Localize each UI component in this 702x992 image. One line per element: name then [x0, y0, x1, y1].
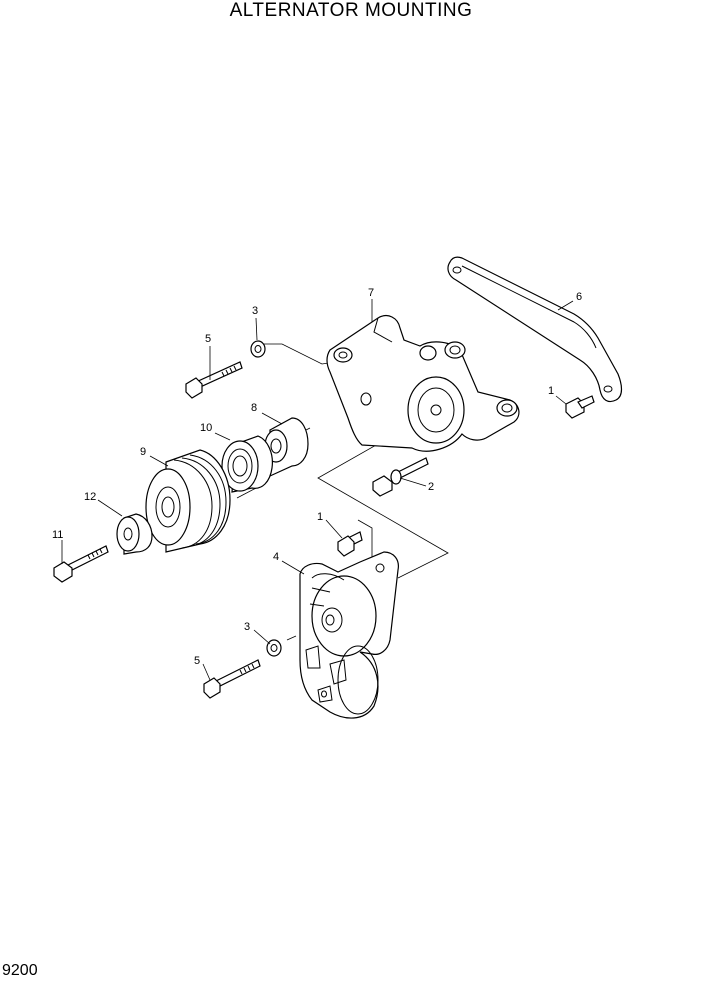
- page-title: ALTERNATOR MOUNTING: [229, 0, 473, 21]
- callout-1-middle: 1: [317, 511, 323, 523]
- callout-11: 11: [52, 529, 63, 541]
- callout-12: 12: [84, 491, 96, 503]
- callout-9: 9: [140, 446, 146, 458]
- part-12-washer: [116, 513, 153, 555]
- callout-7: 7: [368, 287, 374, 299]
- callout-6: 6: [576, 291, 582, 303]
- part-1-bolt-middle: [337, 531, 363, 557]
- callout-10: 10: [200, 422, 212, 434]
- part-7-alternator-bracket: [326, 315, 520, 452]
- callout-5-lower: 5: [194, 655, 200, 667]
- part-1-bolt-upper: [565, 395, 595, 419]
- callout-4: 4: [273, 551, 279, 563]
- part-6-strap-bracket: [447, 256, 623, 403]
- page-number: 9200: [2, 962, 38, 979]
- part-11-bolt: [53, 545, 109, 583]
- callout-3-lower: 3: [244, 621, 250, 633]
- callout-1-upper: 1: [548, 385, 554, 397]
- part-9-pulley: [145, 449, 231, 553]
- callout-5-upper: 5: [205, 333, 211, 345]
- part-3-washer-lower: [266, 639, 282, 657]
- part-4-tensioner: [299, 551, 399, 719]
- leader-lines: [61, 299, 574, 681]
- part-5-bolt-lower: [203, 659, 261, 699]
- part-10-bearing: [221, 435, 273, 493]
- part-3-washer-upper: [250, 340, 266, 358]
- part-2-bolt: [372, 457, 429, 497]
- callout-3-upper: 3: [252, 305, 258, 317]
- part-5-bolt-upper: [185, 361, 243, 399]
- callout-labels: 7 6 3 5 8 1 10 9 2 12 1 11 4 3 5: [52, 287, 582, 667]
- callout-8: 8: [251, 402, 257, 414]
- callout-2: 2: [428, 481, 434, 493]
